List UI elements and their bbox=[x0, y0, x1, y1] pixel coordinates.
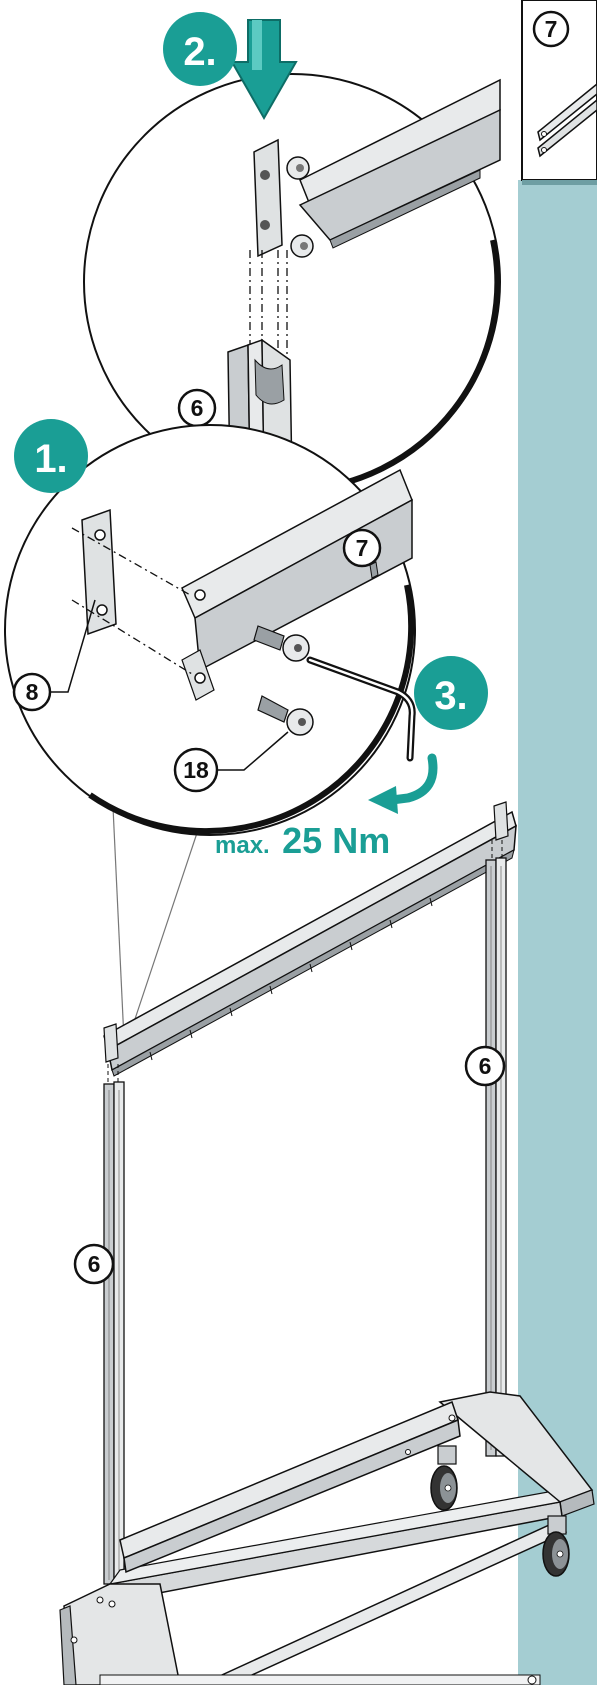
torque-spec: max. 25 Nm bbox=[215, 820, 390, 861]
callout-part-6-right: 6 bbox=[464, 1045, 506, 1087]
leader-line bbox=[127, 799, 209, 1041]
step-label: 1. bbox=[34, 437, 67, 481]
rotate-arrow-icon bbox=[368, 753, 438, 814]
callout-part-6-left: 6 bbox=[73, 1243, 115, 1285]
callout-part-8: 8 bbox=[12, 599, 96, 712]
right-post bbox=[485, 857, 507, 1457]
callout-label: 18 bbox=[183, 757, 209, 783]
leader-line bbox=[111, 785, 125, 1041]
screw bbox=[257, 695, 314, 736]
allen-key-icon bbox=[306, 656, 416, 762]
callout-part-6-top: 6 bbox=[177, 388, 217, 428]
step-badge-2: 2. bbox=[163, 12, 237, 86]
step-label: 3. bbox=[434, 674, 467, 718]
step-label: 2. bbox=[183, 30, 216, 74]
callout-label: 6 bbox=[88, 1251, 101, 1277]
side-panel-thumbnail: 7 bbox=[521, 0, 597, 185]
frame-assembly: 6 6 bbox=[59, 801, 595, 1686]
step-badge-3: 3. bbox=[414, 656, 488, 730]
step-badge-1: 1. bbox=[14, 419, 88, 493]
callout-label: 6 bbox=[479, 1053, 492, 1079]
left-post bbox=[103, 1081, 125, 1585]
callout-part-18: 18 bbox=[173, 731, 289, 793]
callout-part-7-mid: 7 bbox=[342, 528, 382, 568]
caster-wheel-back bbox=[430, 1445, 458, 1511]
callout-label: 7 bbox=[356, 535, 369, 561]
torque-value: 25 Nm bbox=[282, 820, 390, 861]
callout-part-7-panel: 7 bbox=[532, 10, 570, 48]
callout-label: 6 bbox=[191, 395, 204, 421]
down-arrow-icon bbox=[230, 19, 298, 121]
caster-wheel-front bbox=[542, 1515, 570, 1577]
detail-view-top: 6 bbox=[83, 73, 501, 493]
torque-prefix: max. bbox=[215, 832, 270, 859]
screw bbox=[253, 625, 310, 662]
callout-label: 8 bbox=[26, 679, 39, 705]
detail-view-middle: 7 8 18 bbox=[4, 424, 416, 836]
callout-label: 7 bbox=[545, 16, 558, 42]
